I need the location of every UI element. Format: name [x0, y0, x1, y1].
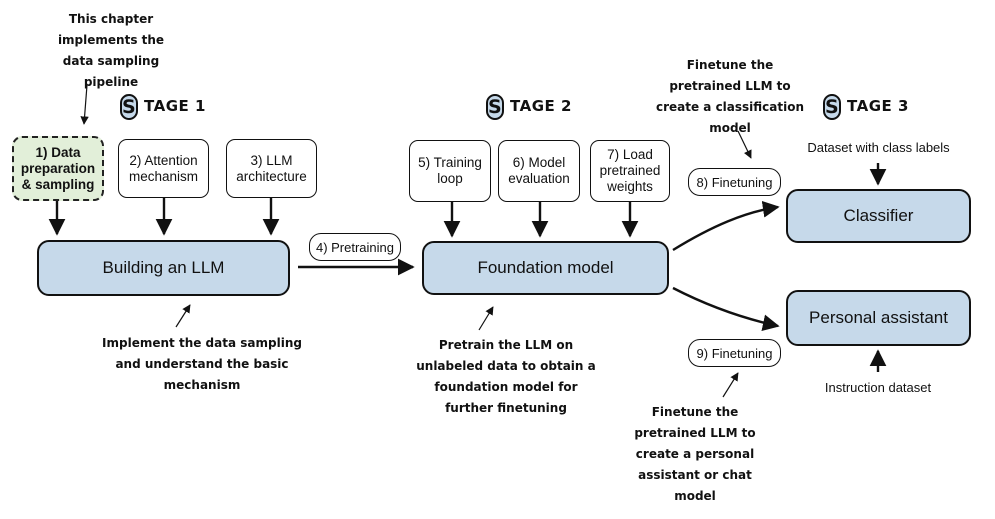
step7-label: 7) Load pretrained weights — [599, 147, 661, 194]
step2-label: 2) Attention mechanism — [128, 152, 199, 184]
chapter-note-arrow — [80, 84, 89, 125]
finetuning-classifier-pill: 8) Finetuning — [688, 168, 781, 196]
finetune-class-note-arrow — [737, 130, 752, 159]
stage1-description: Implement the data sampling and understa… — [102, 336, 302, 392]
step-load-weights-box: 7) Load pretrained weights — [590, 140, 670, 202]
step6-label: 6) Model evaluation — [508, 155, 570, 186]
building-llm-box: Building an LLM — [37, 240, 290, 296]
stage2-note-arrow — [478, 306, 494, 331]
stage1-heading: S TAGE 1 — [120, 94, 230, 120]
step1-label: 1) Data preparation & sampling — [20, 144, 96, 192]
assistant-arrow — [672, 286, 780, 332]
foundation-model-box: Foundation model — [422, 241, 669, 295]
stage1-note-arrow — [175, 304, 191, 328]
instruction-dataset-label: Instruction dataset — [824, 380, 932, 395]
pretraining-step-pill: 4) Pretraining — [309, 233, 401, 261]
stage2-description: Pretrain the LLM on unlabeled data to ob… — [416, 338, 596, 415]
stage3-heading-rest: TAGE 3 — [847, 97, 909, 115]
stage1-heading-rest: TAGE 1 — [144, 97, 206, 115]
stage1-heading-initial: S — [120, 94, 139, 120]
stage2-heading: S TAGE 2 — [486, 94, 596, 120]
classifier-arrow — [672, 200, 780, 252]
finetuning-assistant-pill: 9) Finetuning — [688, 339, 781, 367]
finetune-assistant-note: Finetune the pretrained LLM to create a … — [634, 405, 756, 503]
step-evaluation-box: 6) Model evaluation — [498, 140, 580, 202]
stage2-heading-rest: TAGE 2 — [510, 97, 572, 115]
stage3-heading-initial: S — [823, 94, 842, 120]
stage2-heading-initial: S — [486, 94, 505, 120]
step-training-loop-box: 5) Training loop — [409, 140, 491, 202]
step3-label: 3) LLM architecture — [236, 152, 307, 184]
class-dataset-label: Dataset with class labels — [807, 140, 950, 155]
classifier-box: Classifier — [786, 189, 971, 243]
finetune-classifier-note: Finetune the pretrained LLM to create a … — [655, 58, 805, 135]
stage3-heading: S TAGE 3 — [823, 94, 933, 120]
step5-label: 5) Training loop — [418, 155, 482, 186]
finetune-assist-note-arrow — [722, 372, 739, 398]
step-data-preparation-box: 1) Data preparation & sampling — [12, 136, 104, 201]
step-attention-box: 2) Attention mechanism — [118, 139, 209, 198]
step-architecture-box: 3) LLM architecture — [226, 139, 317, 198]
personal-assistant-box: Personal assistant — [786, 290, 971, 346]
chapter-note: This chapter implements the data samplin… — [57, 12, 165, 89]
